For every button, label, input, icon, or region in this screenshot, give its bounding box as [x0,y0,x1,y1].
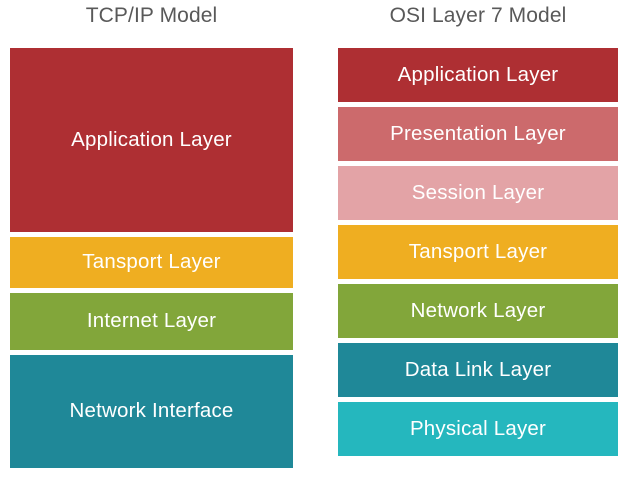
layer-label: Tansport Layer [408,239,548,263]
tcpip-model-title: TCP/IP Model [85,4,218,27]
layer-box-osi-physical-layer[interactable]: Physical Layer [338,402,618,456]
layer-box-tcpip-application-layer[interactable]: Application Layer [10,48,293,232]
osi-model-title: OSI Layer 7 Model [389,4,567,27]
layer-label: Session Layer [411,180,545,204]
layer-box-osi-tansport-layer[interactable]: Tansport Layer [338,225,618,279]
layer-box-osi-network-layer[interactable]: Network Layer [338,284,618,338]
layer-label: Application Layer [397,62,559,86]
layer-box-osi-presentation-layer[interactable]: Presentation Layer [338,107,618,161]
layer-box-tcpip-tansport-layer[interactable]: Tansport Layer [10,237,293,288]
layer-label: Application Layer [71,127,232,151]
layer-box-osi-data-link-layer[interactable]: Data Link Layer [338,343,618,397]
layer-label: Tansport Layer [82,250,221,274]
layer-label: Physical Layer [409,416,547,440]
layer-box-tcpip-internet-layer[interactable]: Internet Layer [10,293,293,350]
layer-label: Network Interface [69,399,234,423]
layer-box-osi-application-layer[interactable]: Application Layer [338,48,618,102]
layer-label: Network Layer [410,298,546,322]
layer-box-osi-session-layer[interactable]: Session Layer [338,166,618,220]
layer-label: Data Link Layer [404,357,552,381]
layer-label: Presentation Layer [390,121,566,145]
layer-label: Internet Layer [86,309,217,333]
layer-box-tcpip-network-interface[interactable]: Network Interface [10,355,293,468]
